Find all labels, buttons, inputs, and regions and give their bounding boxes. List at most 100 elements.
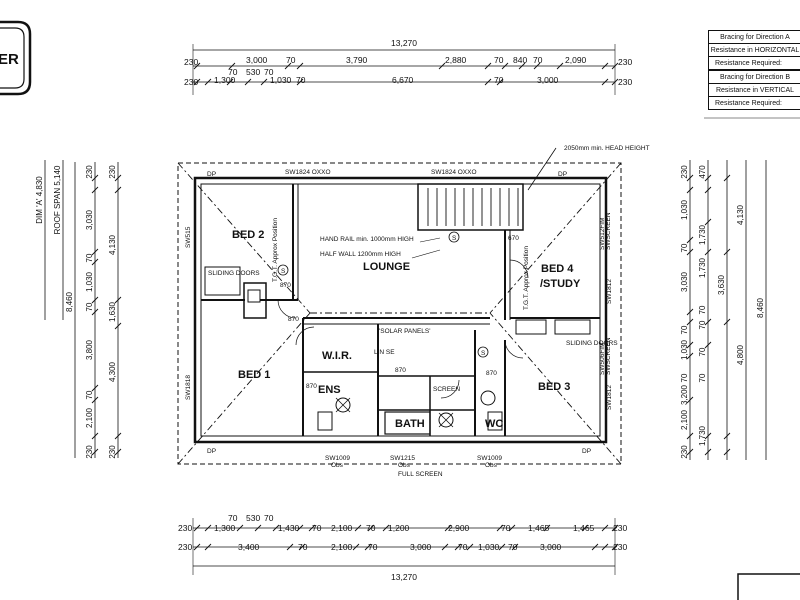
top-dim-6: 840 (513, 55, 527, 65)
dimension-tick (704, 318, 712, 326)
top-dim-2a-2: 70 (264, 67, 274, 77)
hand-rail-note: HAND RAIL min. 1000mm HIGH (320, 236, 414, 243)
dp-label-4: DP (582, 448, 591, 455)
left-dim-c1-2: 70 (85, 253, 94, 262)
left-dim-c1-3: 1,030 (85, 271, 94, 292)
left-dim-c1-6: 70 (85, 390, 94, 399)
dimension-tick (204, 524, 212, 532)
dimension-tick (193, 62, 201, 70)
left-dim-c1-5: 3,800 (85, 339, 94, 360)
left-dim-c2-3: 4,300 (108, 361, 117, 382)
dimension-tick (686, 396, 694, 404)
dim-a-label: DIM 'A' 4,830 (35, 176, 44, 224)
bracing-row-a-horizontal: Resistance in HORIZONTAL (709, 44, 800, 57)
bracing-row-b-vertical: Resistance in VERTICAL (709, 84, 800, 97)
bot-dim-2-2: 70 (298, 542, 308, 552)
window-sw1215: SW1215 (390, 455, 415, 462)
top-dim-5: 70 (494, 55, 504, 65)
room-labels: BED 2 LOUNGE BED 4 /STUDY BED 1 W.I.R. E… (232, 229, 581, 430)
dp-label-3: DP (207, 448, 216, 455)
right-dim-c1-6: 70 (680, 373, 689, 382)
dimension-tick (91, 174, 99, 182)
dimension-tick (114, 186, 122, 194)
bot-dim-2-9: 3,000 (540, 542, 562, 552)
right-dim-c3-0: 4,130 (736, 204, 745, 225)
wall-dim-670-1: 670 (508, 235, 519, 242)
right-dim-c1-8: 2,100 (680, 409, 689, 430)
dimension-tick (91, 432, 99, 440)
dimension-tick (686, 432, 694, 440)
full-screen-note: FULL SCREEN (398, 471, 443, 478)
solar-panels-note: 'SOLAR PANELS' (379, 328, 431, 335)
bot-dim-1-4: 2,100 (331, 523, 353, 533)
dimension-tick (686, 341, 694, 349)
wall-dim-870-1: 870 (280, 282, 291, 289)
dimension-tick (611, 524, 619, 532)
dimension-tick (704, 174, 712, 182)
bot-dim-2-1: 3,400 (238, 542, 260, 552)
top-dimensions: 13,270 230 3,000 70 3,790 2,880 70 840 7… (184, 38, 632, 95)
smoke-alarm-2: S (452, 235, 457, 242)
dimension-tick (91, 258, 99, 266)
dimension-tick (204, 543, 212, 551)
top-dim-2b-6: 3,000 (537, 75, 559, 85)
window-sw1824b: SW1824 OXXO (431, 169, 477, 176)
window-obs-3: Obs (485, 462, 498, 469)
bot-dim-2-10: 230 (613, 542, 627, 552)
dimension-tick (296, 524, 304, 532)
tgt-position-2: T.G.T. Approx Position (523, 246, 530, 310)
dimension-tick (441, 543, 449, 551)
top-dim-2b-4: 6,670 (392, 75, 414, 85)
window-obs-1: Obs (331, 462, 344, 469)
room-wir: W.I.R. (322, 350, 352, 362)
dimension-tick (556, 62, 564, 70)
dimension-tick (686, 318, 694, 326)
dimension-tick (91, 384, 99, 392)
left-dim-c1-7: 2,100 (85, 407, 94, 428)
dimension-tick (496, 78, 504, 86)
dimension-tick (272, 524, 280, 532)
dimension-tick (723, 318, 731, 326)
top-dim-1: 3,000 (246, 55, 268, 65)
dimension-tick (723, 432, 731, 440)
room-bed2: BED 2 (232, 229, 264, 241)
dimension-tick (114, 322, 122, 330)
room-ens: ENS (318, 384, 341, 396)
bot-dim-1-10: 1,465 (573, 523, 595, 533)
right-dim-c2-3: 70 (698, 305, 707, 314)
dimension-tick (298, 543, 306, 551)
top-dim-2b-0: 230 (184, 77, 198, 87)
dimension-tick (686, 174, 694, 182)
room-bed4: BED 4 (541, 263, 574, 275)
bot-dim-2-7: 1,030 (478, 542, 500, 552)
dimension-tick (686, 186, 694, 194)
room-study: /STUDY (540, 278, 581, 290)
half-wall-note: HALF WALL 1200mm HIGH (320, 251, 401, 258)
dimension-tick (704, 341, 712, 349)
dimension-tick (704, 448, 712, 456)
dimension-tick (193, 78, 201, 86)
right-dim-c2-7: 1,730 (698, 425, 707, 446)
window-obs-2: Obs (398, 462, 411, 469)
left-dim-c1-0: 230 (85, 165, 94, 179)
right-dim-c2-2: 1,730 (698, 257, 707, 278)
dimension-tick (611, 62, 619, 70)
top-dim-8: 2,090 (565, 55, 587, 65)
dimension-tick (260, 78, 268, 86)
dimension-tick (114, 174, 122, 182)
top-dim-9: 230 (618, 57, 632, 67)
bot-dim-2-5: 3,000 (410, 542, 432, 552)
room-wc: WC (485, 418, 503, 430)
dimension-tick (511, 543, 519, 551)
room-bed3: BED 3 (538, 381, 570, 393)
dimension-tick (601, 524, 609, 532)
top-dim-2b-7: 230 (618, 77, 632, 87)
company-logo: ER (0, 20, 32, 96)
dimension-tick (581, 524, 589, 532)
bot-dim-1a-2: 70 (264, 513, 274, 523)
right-dim-c1-9: 230 (680, 445, 689, 459)
bot-dim-1-6: 1,200 (388, 523, 410, 533)
top-dim-2a-1: 530 (246, 67, 260, 77)
dimension-tick (236, 524, 244, 532)
